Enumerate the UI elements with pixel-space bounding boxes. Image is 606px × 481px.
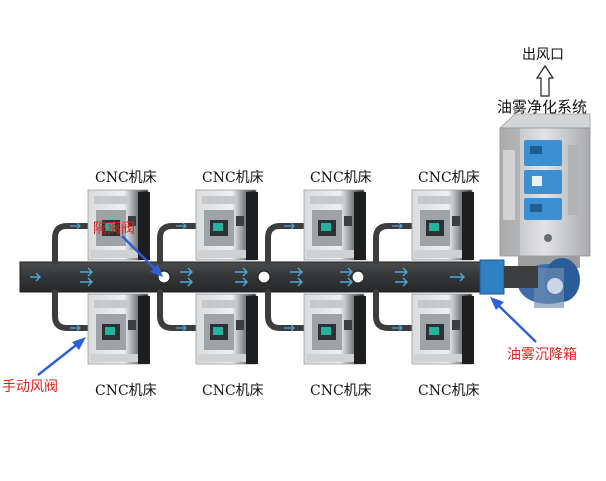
cnc-label-bottom-2: CNC机床 xyxy=(202,383,264,399)
cnc-label-top-4: CNC机床 xyxy=(418,170,480,186)
branch-pipes-bottom xyxy=(52,289,419,331)
branch-flow-marks xyxy=(70,222,403,332)
valve-circle-icon xyxy=(157,270,365,284)
isolation-valve-label: 隔离阀 xyxy=(93,221,135,237)
cnc-label-bottom-3: CNC机床 xyxy=(310,383,372,399)
cnc-label-top-1: CNC机床 xyxy=(95,170,157,186)
pointer-arrow-icon xyxy=(37,235,537,376)
flow-arrows xyxy=(30,267,465,287)
oil-mist-purifier-cabinet xyxy=(498,113,591,268)
cnc-label-bottom-4: CNC机床 xyxy=(418,383,480,399)
main-duct xyxy=(19,259,538,295)
cnc-label-bottom-1: CNC机床 xyxy=(95,383,157,399)
system-label: 油雾净化系统 xyxy=(497,98,588,116)
manual-valve-label: 手动风阀 xyxy=(2,379,58,395)
blower-fan xyxy=(518,258,580,308)
settling-box-label: 油雾沉降箱 xyxy=(507,347,577,363)
outlet-label: 出风口 xyxy=(522,47,564,63)
cnc-label-top-3: CNC机床 xyxy=(310,170,372,186)
up-arrow-icon xyxy=(535,64,555,97)
branch-pipes-top xyxy=(52,223,419,265)
cnc-label-top-2: CNC机床 xyxy=(202,170,264,186)
